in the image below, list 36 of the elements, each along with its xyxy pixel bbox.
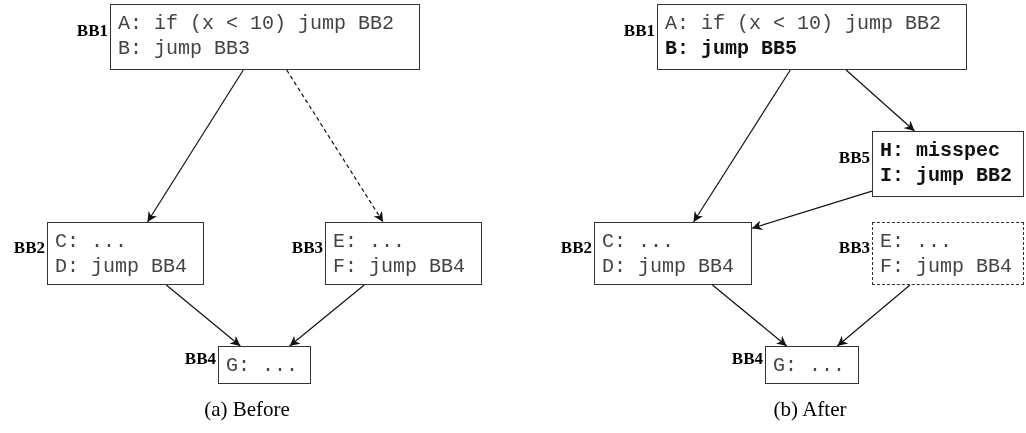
code-line: B: jump BB5: [665, 36, 798, 61]
arrow: [146, 69, 244, 223]
code-line: A: if (x < 10) jump BB2: [118, 11, 395, 36]
block-label: BB4: [184, 349, 216, 369]
arrow: [836, 284, 911, 347]
code-line: G: ...: [773, 353, 845, 378]
figure-caption: (a) Before: [204, 397, 290, 422]
code-line: G: ...: [226, 353, 298, 378]
code-line: E: ...: [333, 229, 405, 254]
block-label: BB4: [731, 349, 763, 369]
code-line: C: ...: [55, 229, 127, 254]
code-line: E: ...: [880, 229, 952, 254]
code-line: I: jump BB2: [880, 163, 1013, 188]
code-line: C: ...: [602, 229, 674, 254]
block-label: BB1: [76, 21, 108, 41]
arrow: [165, 284, 241, 347]
code-line: F: jump BB4: [880, 254, 1013, 279]
code-line: H: misspec: [880, 138, 1001, 163]
code-line: D: jump BB4: [55, 254, 188, 279]
arrow: [751, 190, 873, 231]
block-label: BB3: [838, 237, 870, 258]
block-label: BB2: [13, 237, 45, 258]
arrow: [289, 284, 365, 347]
code-line: F: jump BB4: [333, 254, 466, 279]
block-label: BB1: [623, 21, 655, 41]
figure-caption: (b) After: [773, 397, 847, 422]
block-label: BB5: [838, 148, 870, 168]
code-line: D: jump BB4: [602, 254, 735, 279]
block-label: BB3: [291, 237, 323, 258]
arrow: [845, 69, 916, 132]
block-label: BB2: [560, 237, 592, 258]
code-line: A: if (x < 10) jump BB2: [665, 11, 942, 36]
arrow: [286, 69, 384, 223]
code-line: B: jump BB3: [118, 36, 251, 61]
arrow: [692, 69, 791, 223]
arrow: [711, 284, 788, 347]
